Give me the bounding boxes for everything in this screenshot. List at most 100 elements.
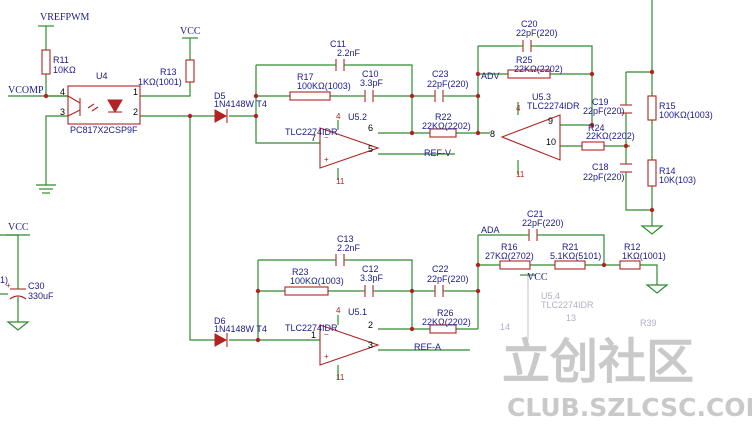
u53-ref: U5.3	[532, 92, 551, 102]
r12-ref: R12	[624, 242, 641, 252]
junction-dots	[43, 69, 655, 343]
u52-symbol: −+	[319, 127, 380, 169]
c18-symbol	[620, 160, 632, 176]
net-vrefpwm: VREFPWM	[40, 12, 90, 23]
r25-symbol	[507, 69, 551, 79]
c11-value: 2.2nF	[337, 48, 361, 58]
u52-ref: U5.2	[348, 112, 367, 122]
r16-value: 27KΩ(2702)	[485, 251, 534, 261]
watermark-url: CLUB.SZLCSC.COM	[507, 393, 752, 422]
net-vcc-top: VCC	[180, 26, 201, 37]
ground-icon	[6, 321, 30, 331]
pin-u54-14: 14	[500, 322, 510, 332]
svg-text:−: −	[324, 133, 329, 142]
r15-value: 100KΩ(1003)	[659, 110, 713, 120]
c23-value: 22pF(220)	[427, 79, 469, 89]
net-ada: ADA	[481, 225, 500, 235]
r14-ref: R14	[659, 166, 676, 176]
r14-value: 10K(103)	[659, 175, 696, 185]
r11-symbol	[41, 49, 51, 75]
c13-ref: C13	[337, 234, 354, 244]
d5-ref: D5	[214, 91, 226, 101]
net-vcc-u54: VCC	[527, 272, 548, 283]
r21-value: 5.1KΩ(5101)	[550, 251, 601, 261]
c30-ref: C30	[28, 281, 45, 291]
c10-ref: C10	[362, 69, 379, 79]
r21-symbol	[554, 260, 586, 270]
c30-symbol: +	[6, 281, 27, 303]
c19-ref: C19	[592, 97, 609, 107]
r22-value: 22KΩ(2202)	[422, 121, 471, 131]
c30-partial-label: 1)	[0, 275, 8, 285]
r26-symbol	[429, 324, 457, 334]
r23-value: 100KΩ(1003)	[290, 276, 344, 286]
c22-value: 22pF(220)	[427, 274, 469, 284]
c11-ref: C11	[330, 39, 346, 49]
svg-text:+: +	[324, 352, 329, 361]
c23-ref: C23	[432, 69, 449, 79]
c19-value: 22pF(220)	[583, 106, 625, 116]
c11-symbol	[330, 59, 350, 71]
pin-u51-2: 2	[368, 320, 373, 330]
d6-value: 1N4148W T4	[214, 324, 267, 334]
pin-u53-8: 8	[490, 129, 495, 139]
watermark: 立创社区 CLUB.SZLCSC.COM	[502, 334, 752, 422]
d6-ref: D6	[214, 316, 226, 326]
r26-value: 22KΩ(2202)	[422, 317, 471, 327]
r25-ref: R25	[516, 55, 533, 65]
c21-value: 22pF(220)	[522, 218, 564, 228]
r15-ref: R15	[659, 101, 676, 111]
pin-u54-13: 13	[566, 313, 576, 323]
pin-u51-11: 11	[336, 373, 345, 382]
c18-ref: C18	[592, 162, 609, 172]
r11-value: 10KΩ	[53, 65, 76, 75]
c20-ref: C20	[521, 19, 538, 29]
r21-ref: R21	[562, 242, 579, 252]
u51-ref: U5.1	[348, 307, 367, 317]
pin-u52-6: 6	[368, 123, 373, 133]
c10-value: 3.3pF	[360, 78, 384, 88]
pin-u53-11: 11	[516, 170, 525, 179]
r16-symbol	[499, 260, 531, 270]
c12-value: 3.3pF	[360, 273, 384, 283]
net-labels: VREFPWM VCC VCOMP VCC VCC ADV ADA REF-V …	[8, 12, 548, 352]
c12-ref: C12	[362, 264, 379, 274]
c10-symbol	[360, 90, 378, 102]
u54-ref: U5.4	[541, 291, 560, 301]
u4-value: PC817X2CSP9F	[70, 125, 138, 135]
r12-value: 1KΩ(1001)	[622, 251, 666, 261]
r17-ref: R17	[297, 72, 314, 82]
r22-ref: R22	[435, 112, 452, 122]
r23-ref: R23	[292, 267, 309, 277]
c22-symbol	[430, 285, 448, 297]
r13-ref: R13	[160, 67, 177, 77]
r23-symbol	[284, 286, 329, 296]
pin-u4-4: 4	[60, 87, 65, 97]
u53-value: TLC2274IDR	[527, 101, 580, 111]
pin-numbers: 4 3 1 2 4 6 7 5 11 4 9 8 10 11 4 2 1 3 1…	[60, 87, 576, 382]
pin-u52-7: 7	[311, 133, 316, 143]
r24-ref: R24	[588, 123, 605, 133]
c21-symbol	[524, 229, 542, 241]
r17-symbol	[289, 91, 331, 101]
c30-value: 330uF	[28, 291, 54, 301]
svg-text:+: +	[324, 155, 329, 164]
c20-symbol	[518, 40, 536, 52]
pin-u51-1: 1	[311, 330, 316, 340]
net-adv: ADV	[481, 71, 500, 81]
r13-value: 1KΩ(1001)	[138, 77, 182, 87]
pin-u4-3: 3	[60, 107, 65, 117]
u51-symbol: −+	[319, 324, 380, 366]
component-labels: R11 10KΩ R13 1KΩ(1001) U4 PC817X2CSP9F D…	[0, 19, 713, 334]
d6-symbol	[214, 333, 228, 347]
c13-value: 2.2nF	[337, 243, 361, 253]
u4-symbol	[67, 85, 141, 125]
pin-u52-4: 4	[336, 112, 341, 121]
r11-ref: R11	[53, 55, 69, 65]
c20-value: 22pF(220)	[516, 28, 558, 38]
d5-symbol	[214, 109, 228, 123]
pin-u51-3: 3	[368, 340, 373, 350]
u52-value: TLC2274IDR	[285, 127, 338, 137]
pin-u52-5: 5	[368, 144, 373, 154]
